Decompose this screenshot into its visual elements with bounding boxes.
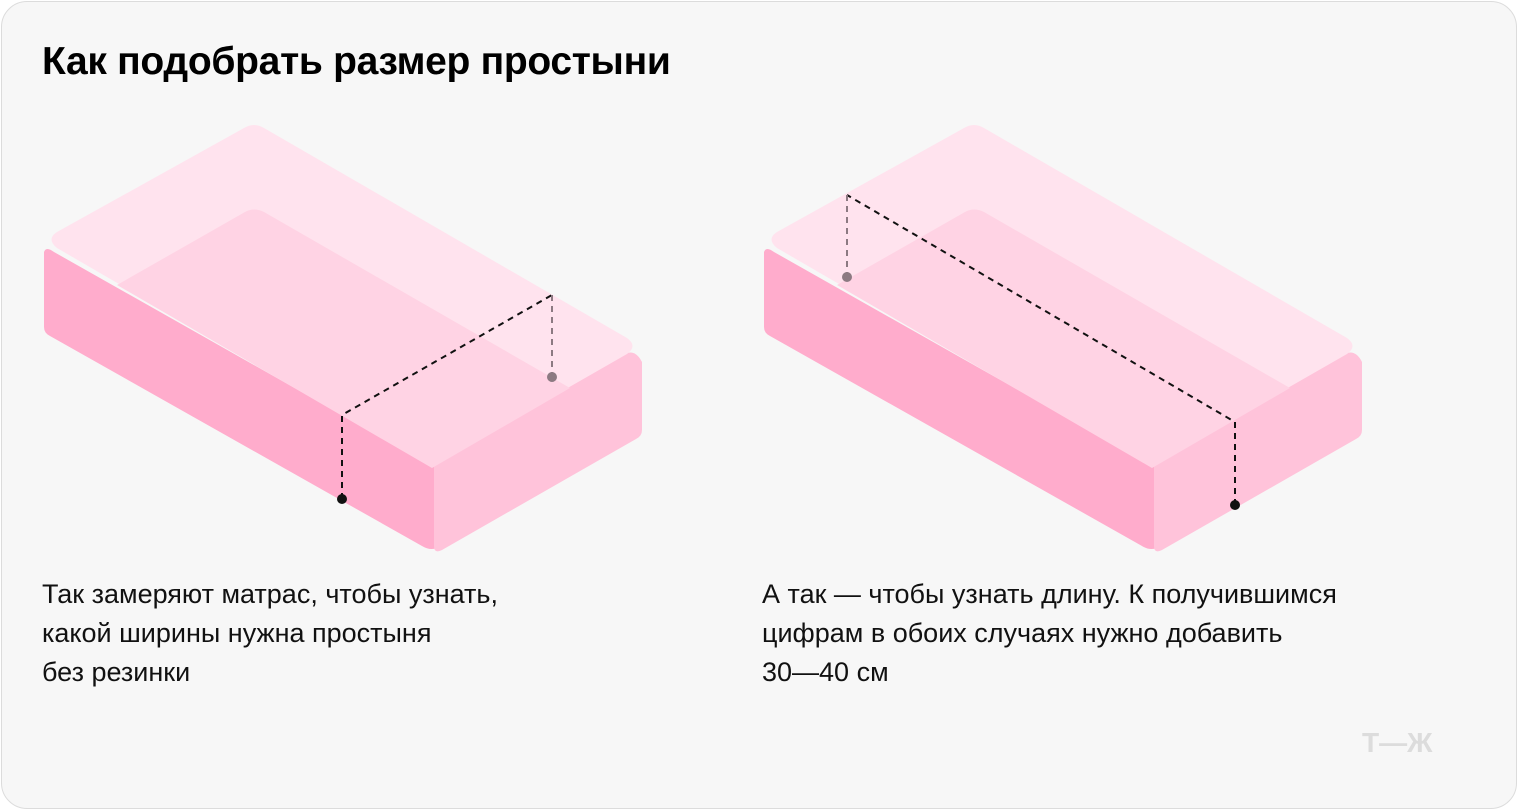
width-measure-line (341, 294, 553, 499)
mattress-left (44, 125, 642, 552)
mattress-right-inner (837, 209, 1290, 468)
page-title: Как подобрать размер простыни (42, 40, 671, 83)
width-start-dot (337, 494, 347, 504)
width-caption: Так замеряют матрас, чтобы узнать, какой… (42, 579, 498, 687)
tzh-logo: Т—Ж (1362, 730, 1433, 758)
tzh-logo-text: Т—Ж (1362, 730, 1433, 758)
length-start-dot (1230, 500, 1240, 510)
mattress-right (764, 125, 1362, 552)
length-measure-line (846, 194, 1236, 505)
length-end-dot (842, 272, 852, 282)
mattress-right-front-side (764, 249, 1160, 549)
length-caption: А так — чтобы узнать длину. К получившим… (762, 579, 1337, 687)
mattress-right-right-side (1154, 352, 1362, 552)
mattress-left-right-side (434, 352, 642, 552)
mattress-left-inner (117, 209, 570, 468)
width-end-dot (547, 372, 557, 382)
